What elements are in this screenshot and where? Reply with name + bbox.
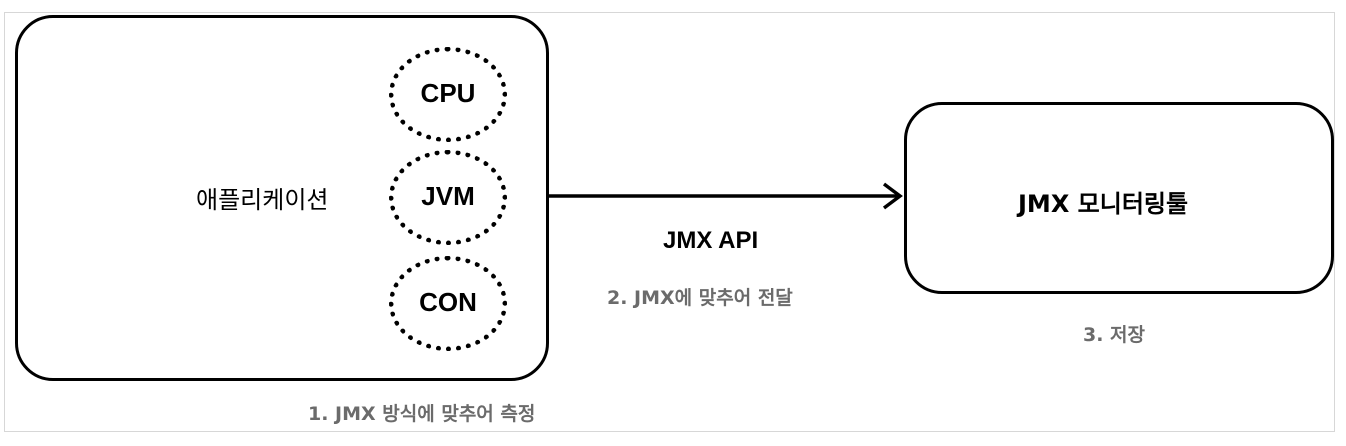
metric-circle-con bbox=[389, 256, 507, 351]
step-3-label: 3. 저장 bbox=[1083, 324, 1146, 346]
step-1-label: 1. JMX 방식에 맞추어 측정 bbox=[308, 403, 536, 425]
application-box bbox=[15, 15, 549, 381]
connector-label: JMX API bbox=[663, 227, 759, 254]
metric-label-cpu: CPU bbox=[420, 78, 476, 108]
metric-circle-cpu bbox=[389, 47, 507, 142]
application-label: 애플리케이션 bbox=[196, 186, 329, 214]
metric-circle-jvm bbox=[389, 150, 507, 245]
metric-label-jvm: JVM bbox=[421, 181, 475, 211]
step-2-label: 2. JMX에 맞추어 전달 bbox=[607, 287, 793, 309]
diagram-frame bbox=[4, 12, 1335, 432]
metric-label-con: CON bbox=[419, 287, 477, 317]
monitoring-tool-label: JMX 모니터링툴 bbox=[1018, 190, 1189, 218]
monitoring-tool-box bbox=[904, 102, 1334, 294]
